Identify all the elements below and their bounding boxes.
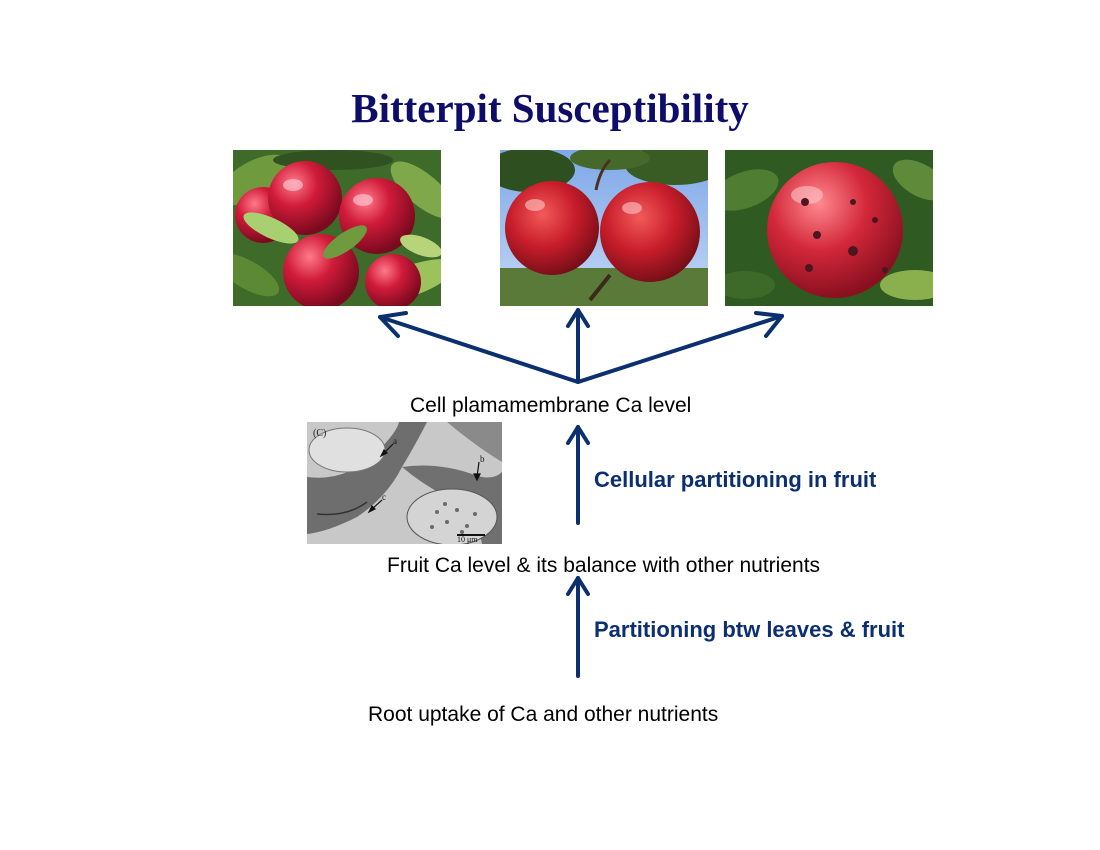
micrograph-panel-label: (C) bbox=[313, 428, 326, 439]
cellular-partitioning-label: Cellular partitioning in fruit bbox=[594, 467, 877, 492]
cell-micrograph: (C) a b c 10 μm bbox=[307, 422, 502, 544]
arrowhead-fruit-to-cell bbox=[566, 425, 590, 445]
photo-bitterpit-apple bbox=[725, 150, 933, 306]
slide-title: Bitterpit Susceptibility bbox=[351, 85, 749, 131]
micrograph-marker-c: c bbox=[382, 492, 386, 502]
cell-ca-level-label: Cell plamamembrane Ca level bbox=[410, 394, 692, 417]
micrograph-scale-bar: 10 μm bbox=[457, 535, 478, 544]
micrograph-marker-b: b bbox=[480, 454, 485, 464]
arrowhead-root-to-fruit bbox=[566, 576, 590, 596]
leaves-fruit-partitioning-label: Partitioning btw leaves & fruit bbox=[594, 617, 905, 642]
arrowhead-photo-2 bbox=[566, 308, 590, 328]
arrow-to-photo-3 bbox=[576, 314, 784, 384]
arrow-to-photo-1 bbox=[378, 315, 580, 384]
micrograph-marker-a: a bbox=[393, 436, 397, 446]
photo-two-apples bbox=[500, 150, 708, 306]
root-uptake-label: Root uptake of Ca and other nutrients bbox=[368, 703, 719, 726]
fruit-ca-level-label: Fruit Ca level & its balance with other … bbox=[387, 554, 821, 577]
photo-apple-cluster bbox=[233, 150, 441, 306]
arrowhead-photo-3 bbox=[754, 311, 784, 338]
arrowhead-photo-1 bbox=[378, 311, 408, 338]
